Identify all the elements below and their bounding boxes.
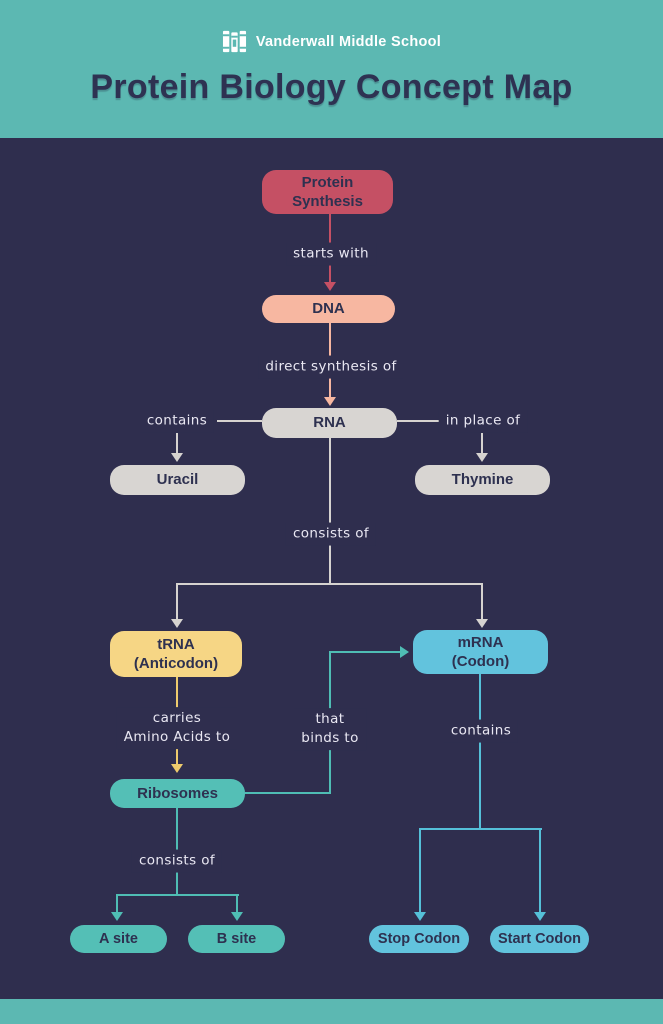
school-name: Vanderwall Middle School — [255, 33, 442, 50]
edge-label-carries: carries Amino Acids to — [116, 707, 238, 749]
arrowhead-down-icon — [171, 453, 183, 462]
edge-contains-uracil-vline — [176, 433, 178, 454]
node-ribosomes: Ribosomes — [110, 779, 245, 808]
edge-codons-split-hline — [419, 828, 542, 830]
node-uracil: Uracil — [110, 465, 245, 495]
edge-to-b-site-vline — [236, 894, 238, 913]
edge-consists-rna-vline — [329, 438, 331, 583]
node-trna: tRNA (Anticodon) — [110, 631, 242, 677]
edge-label-consists-ribo: consists of — [131, 849, 223, 873]
edge-label-starts-with: starts with — [286, 242, 376, 266]
edge-label-direct-synthesis: direct synthesis of — [258, 355, 404, 379]
node-protein-synthesis: Protein Synthesis — [262, 170, 393, 214]
node-stop-codon: Stop Codon — [369, 925, 469, 953]
brand-row: Vanderwall Middle School — [0, 29, 663, 54]
edge-to-start-codon-vline — [539, 828, 541, 913]
node-dna: DNA — [262, 295, 395, 323]
edge-in-place-of-hline — [397, 420, 442, 422]
arrowhead-down-icon — [476, 619, 488, 628]
edge-to-stop-codon-vline — [419, 828, 421, 913]
node-thymine: Thymine — [415, 465, 550, 495]
edge-sites-split-hline — [116, 894, 239, 896]
arrowhead-down-icon — [111, 912, 123, 921]
edge-to-mrna-vline — [481, 583, 483, 620]
edge-label-consists-rna: consists of — [285, 522, 377, 546]
arrowhead-right-icon — [400, 646, 409, 658]
edge-contains-uracil-hline — [217, 420, 262, 422]
arrowhead-down-icon — [324, 282, 336, 291]
arrowhead-down-icon — [171, 619, 183, 628]
arrowhead-down-icon — [231, 912, 243, 921]
arrowhead-down-icon — [414, 912, 426, 921]
node-mrna: mRNA (Codon) — [413, 630, 548, 674]
node-b-site: B site — [188, 925, 285, 953]
node-a-site: A site — [70, 925, 167, 953]
node-start-codon: Start Codon — [490, 925, 589, 953]
edge-consists-rna-split-hline — [176, 583, 483, 585]
edge-label-in-place-of: in place of — [438, 409, 528, 433]
header-band — [0, 0, 663, 138]
arrowhead-down-icon — [171, 764, 183, 773]
edge-in-place-of-vline — [481, 433, 483, 454]
arrowhead-down-icon — [534, 912, 546, 921]
arrowhead-down-icon — [324, 397, 336, 406]
books-icon — [222, 30, 246, 53]
node-rna: RNA — [262, 408, 397, 438]
page-title: Protein Biology Concept Map — [90, 68, 573, 106]
edge-label-contains-codons: contains — [443, 719, 519, 743]
edge-label-contains-uracil: contains — [139, 409, 215, 433]
edge-label-binds: that binds to — [294, 708, 366, 750]
edge-binds-bottom-hline — [245, 792, 331, 794]
edge-binds-top-hline — [329, 651, 400, 653]
edge-to-trna-vline — [176, 583, 178, 620]
arrowhead-down-icon — [476, 453, 488, 462]
footer-band — [0, 999, 663, 1024]
edge-contains-codons-vline — [479, 673, 481, 828]
edge-to-a-site-vline — [116, 894, 118, 913]
